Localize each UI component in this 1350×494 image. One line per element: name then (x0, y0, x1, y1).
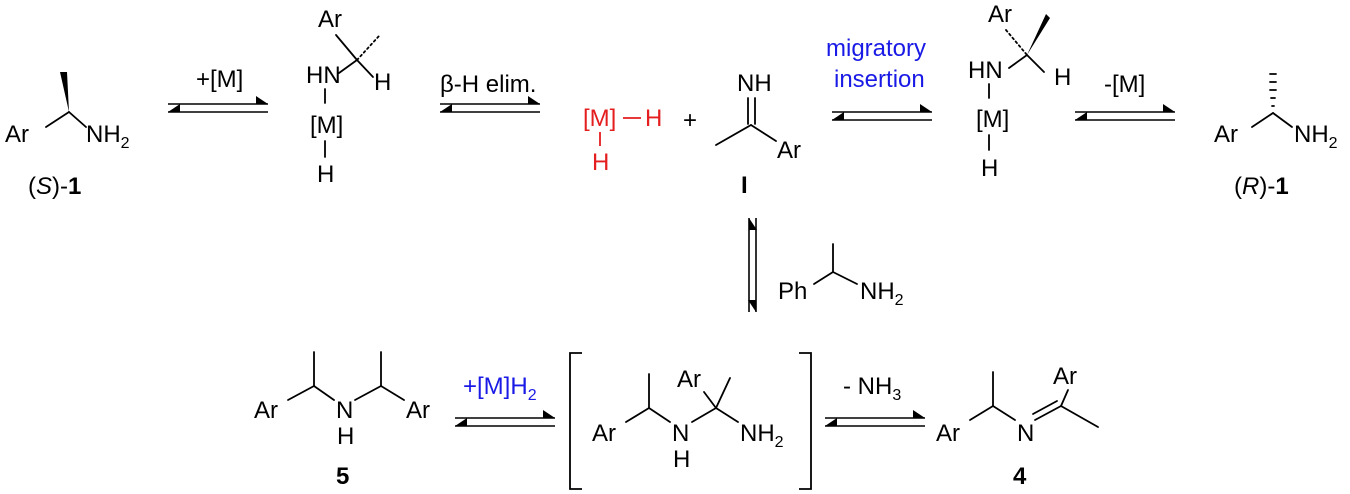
h-label: H (645, 105, 662, 132)
h-label: H (1054, 64, 1071, 91)
equilibrium-arrow-2: β-H elim. (440, 71, 540, 113)
arrow-label-remove-metal: -[M] (1104, 71, 1145, 98)
hn-label: HN (306, 62, 341, 89)
hn-label: HN (968, 57, 1003, 84)
compound-label-I: I (741, 172, 748, 199)
arrow-label-add-metal: +[M] (196, 66, 243, 93)
hashed-bond (1269, 73, 1277, 107)
nh2-label: NH2 (86, 121, 130, 152)
wedge-bond (60, 72, 69, 112)
compound-4: Ar Ar N 4 (936, 363, 1099, 490)
nh2-label: NH2 (860, 278, 904, 309)
h-label: H (592, 149, 609, 176)
metal-label: [M] (310, 112, 343, 139)
h-label: H (673, 446, 690, 473)
compound-s1: Ar NH2 (S)-1 (5, 72, 130, 200)
arrow-label-beta-h: β-H elim. (440, 71, 536, 98)
phenylethylamine: Ph NH2 (778, 243, 904, 309)
metal-label: [M] (583, 105, 616, 132)
metal-label: [M] (976, 106, 1009, 133)
ar-label: Ar (406, 397, 430, 424)
arrow-label-minus-nh3: - NH3 (843, 373, 901, 404)
ar-label: Ar (677, 366, 701, 393)
equilibrium-arrow-4: -[M] (1075, 71, 1175, 121)
equilibrium-arrow-3: migratory insertion (826, 35, 932, 121)
ar-label: Ar (936, 420, 960, 447)
bracket-left (569, 352, 582, 490)
imine-I: NH Ar I (715, 70, 801, 199)
arrow-label-add-metal-h2: +[M]H2 (463, 373, 537, 404)
compound-label-4: 4 (1013, 463, 1027, 490)
ar-label: Ar (592, 420, 616, 447)
ph-label: Ph (778, 278, 807, 305)
n-label: N (336, 397, 353, 424)
compound-label-r1: (R)-1 (1234, 173, 1289, 200)
compound-r1: Ar NH2 (R)-1 (1214, 73, 1338, 200)
nh2-label: NH2 (740, 420, 784, 451)
bracket-right (799, 352, 812, 490)
n-label: N (672, 420, 689, 447)
arrow-label-migratory: migratory (826, 35, 926, 62)
ar-label: Ar (1053, 363, 1077, 390)
plus-sign: + (683, 107, 697, 134)
metal-dihydride: [M] H H (583, 105, 662, 176)
h-label: H (337, 423, 354, 450)
ar-label: Ar (988, 1, 1012, 28)
h-label: H (374, 69, 391, 96)
ar-label: Ar (1214, 121, 1238, 148)
hemiaminal-intermediate: Ar Ar N H NH2 (569, 352, 812, 490)
ar-label: Ar (254, 397, 278, 424)
h-label: H (981, 155, 998, 182)
n-label: N (1017, 420, 1034, 447)
ar-label: Ar (318, 6, 342, 33)
nh-label: NH (737, 70, 772, 97)
arrow-label-insertion: insertion (834, 66, 925, 93)
equilibrium-arrow-5: +[M]H2 (455, 373, 555, 427)
metal-amine-complex-right: Ar HN H [M] H (968, 1, 1071, 182)
h-label: H (317, 161, 334, 188)
nh2-label: NH2 (1294, 121, 1338, 152)
ar-label: Ar (777, 137, 801, 164)
compound-5: Ar N H Ar 5 (254, 351, 430, 490)
equilibrium-arrow-vertical (748, 218, 757, 312)
equilibrium-arrow-6: - NH3 (825, 373, 925, 427)
metal-amine-complex-left: Ar HN H [M] H (306, 6, 391, 188)
compound-label-s1: (S)-1 (28, 173, 81, 200)
equilibrium-arrow-1: +[M] (168, 66, 268, 113)
compound-label-5: 5 (336, 463, 349, 490)
ar-label: Ar (5, 121, 29, 148)
